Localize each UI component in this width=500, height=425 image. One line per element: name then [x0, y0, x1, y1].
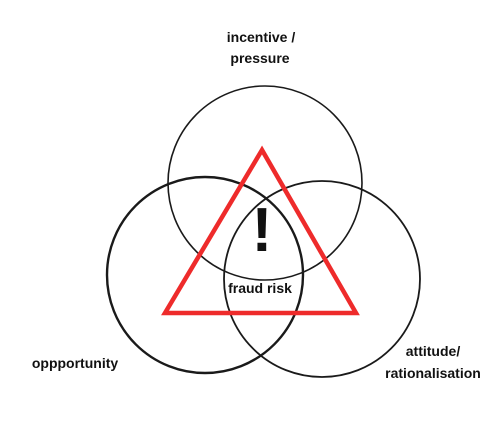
opportunity-circle	[105, 175, 305, 375]
fraud-risk-label: fraud risk	[228, 280, 292, 296]
attitude-label: attitude/	[406, 343, 461, 359]
incentive-label: incentive /	[227, 29, 296, 45]
attitude-rationalisation-circle	[223, 180, 421, 378]
opportunity-label: oppportunity	[32, 355, 119, 371]
exclamation-mark-icon: !	[252, 196, 273, 265]
rationalisation-label: rationalisation	[385, 365, 481, 381]
warning-triangle	[161, 145, 360, 316]
pressure-label: pressure	[230, 50, 289, 66]
